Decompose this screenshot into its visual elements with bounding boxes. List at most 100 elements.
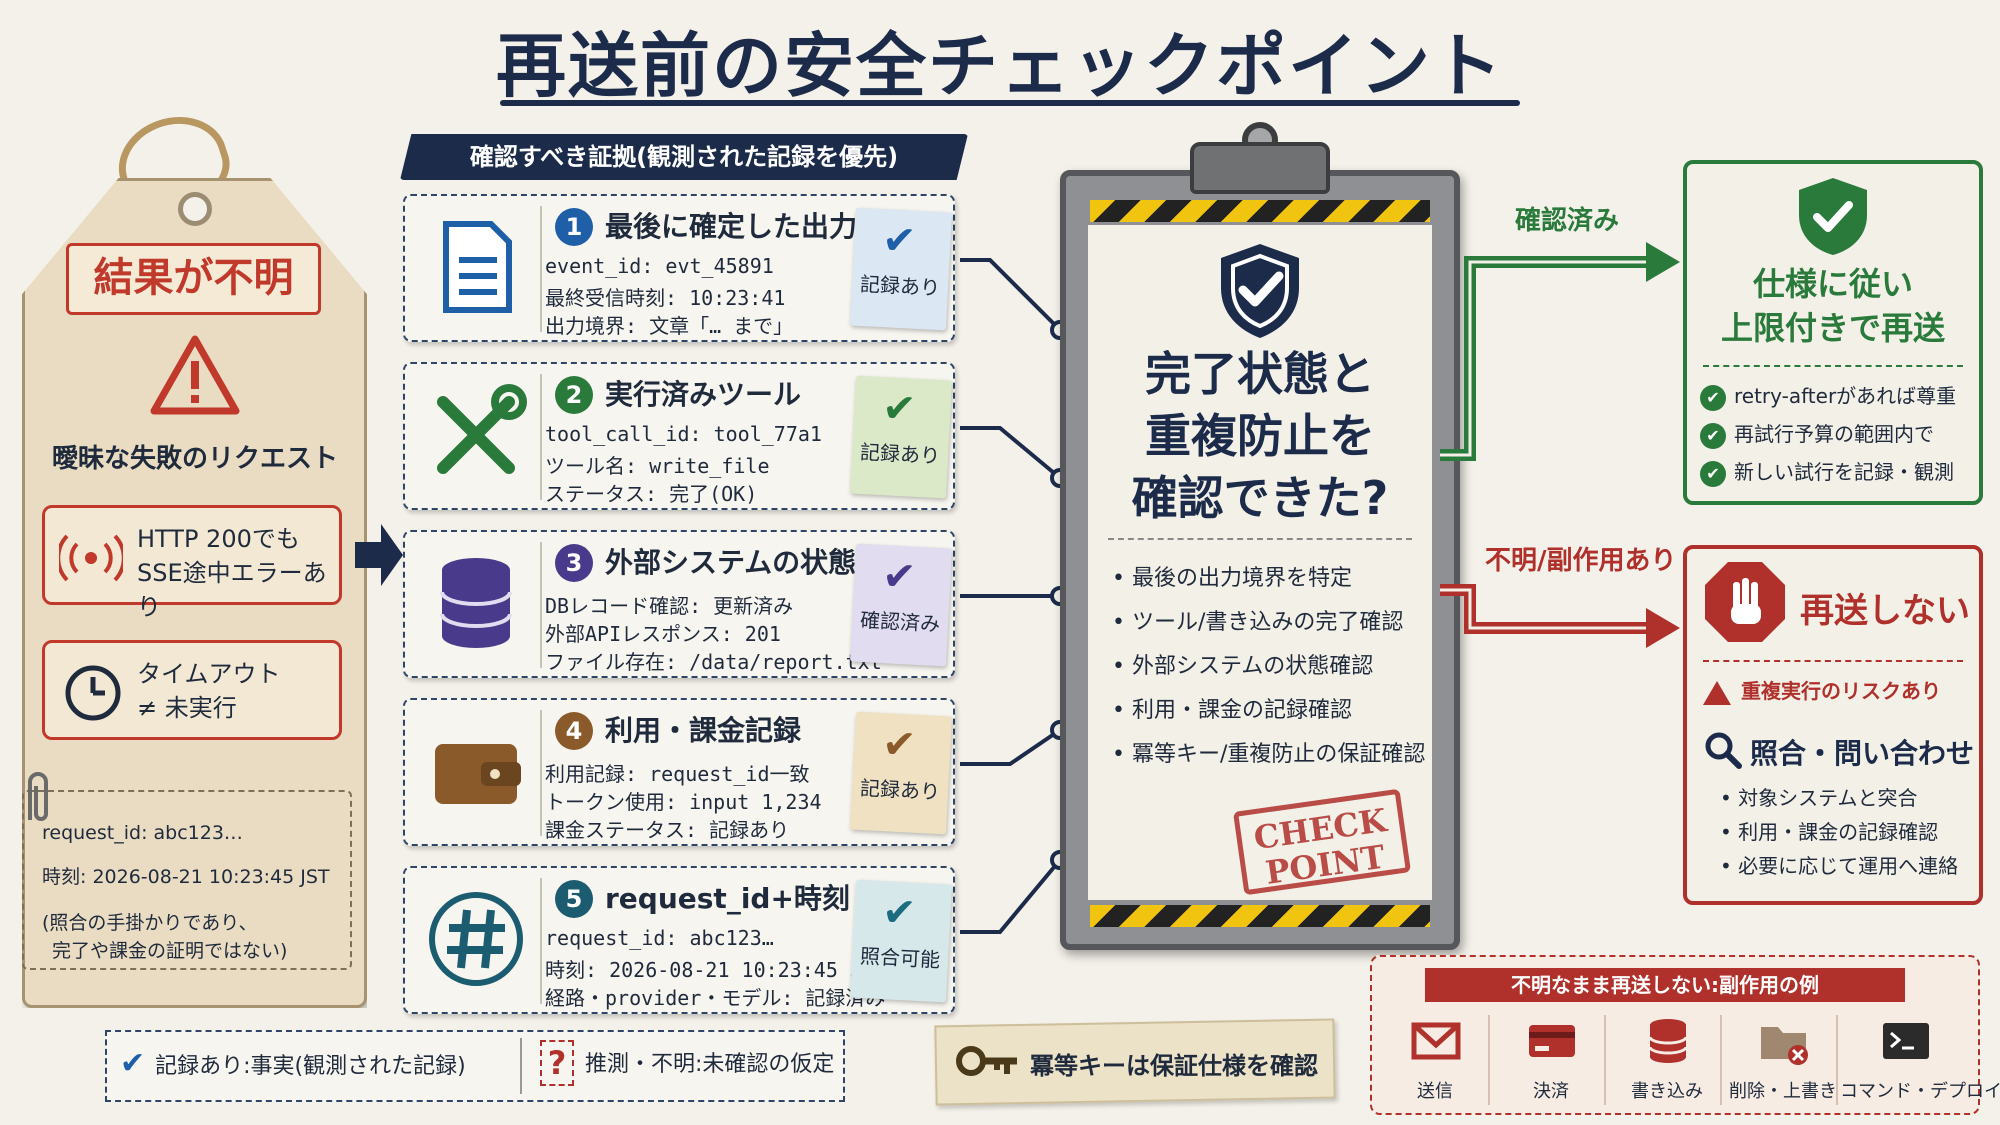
evidence-header: 確認すべき証拠(観測された記録を優先) [400,134,968,180]
question-line1: 完了状態と [1145,347,1375,401]
checklist-item: • 最後の出力境界を特定 [1112,566,1352,591]
side-effect-label: 書き込み [1631,1081,1703,1102]
search-icon [1705,732,1742,769]
side-effect-command: コマンド・デプロイ [1840,1015,2000,1105]
card-line: 課金ステータス: 記録あり [545,818,790,842]
arrow-right-icon [355,524,403,586]
note-line1: (照合の手掛かりであり、 [42,912,258,934]
sticky-note-label: 記録あり [859,439,941,469]
request-id-note: request_id: abc123… 時刻: 2026-08-21 10:23… [22,772,352,970]
legend-fact: ✔記録あり:事実(観測された記録) [120,1046,466,1081]
card-line: DBレコード確認: 更新済み [545,594,794,618]
tag-hole [178,192,212,226]
card-divider [540,542,542,668]
hash-icon [429,892,523,986]
red-item: • 必要に応じて運用へ連絡 [1720,854,1959,878]
stop-hand-icon [1705,562,1785,642]
side-effects-header: 不明なまま再送しない:副作用の例 [1425,968,1905,1002]
legend-guess: 推測・不明:未確認の仮定 [585,1052,835,1077]
database-icon [1648,1019,1688,1063]
card-line: ツール名: write_file [545,454,770,478]
card-line: 外部APIレスポンス: 201 [545,622,781,646]
green-item-text: 再試行予算の範囲内で [1734,422,1934,446]
sticky-note: ✔ 記録あり [849,207,953,331]
request-id-text: request_id: abc123… [42,822,243,844]
check-icon: ✔ [881,553,918,601]
side-effect-send: 送信 [1380,1015,1490,1105]
timeout-box: タイムアウト ≠ 未実行 [42,640,342,740]
http-sse-error-box: HTTP 200でも SSE途中エラーあり [42,505,342,621]
side-effect-divider [1836,1015,1838,1105]
sticky-note: ✔ 記録あり [849,375,953,499]
retry-allowed-title: 仕様に従い 上限付きで再送 [1683,262,1983,350]
sticky-note-label: 照合可能 [859,943,941,973]
unknown-status-label: 結果が不明 [66,243,321,315]
decision-arrows [1440,242,1680,648]
card-number: 4 [555,712,593,750]
card-title: 利用・課金記録 [605,714,802,747]
check-icon: ✔ [881,889,918,937]
card-line: 出力境界: 文章「… まで」 [545,314,794,338]
evidence-card-external: 3 外部システムの状態 DBレコード確認: 更新済み 外部APIレスポンス: 2… [403,530,955,678]
card-divider [540,878,542,1004]
mail-icon [1411,1022,1461,1060]
side-effect-label: コマンド・デプロイ [1840,1081,2000,1102]
legend-divider [520,1038,522,1094]
card-line: 経路・provider・モデル: 記録済み [545,986,886,1010]
check-icon: ✔ [881,721,918,769]
timeout-line1: タイムアウト [137,660,281,688]
card-number: 2 [555,376,593,414]
document-icon [443,221,512,313]
green-item-text: retry-afterがあれば尊重 [1734,384,1957,408]
check-icon: ✔ [881,385,918,433]
check-icon: ✔ [1700,384,1726,411]
evidence-card-request-id: 5 request_id+時刻 request_id: abc123… 時刻: … [403,866,955,1014]
green-item: ✔新しい試行を記録・観測 [1700,456,1954,487]
board-separator [1108,538,1412,540]
warning-text: 重複実行のリスクあり [1741,679,1941,703]
green-item: ✔再試行予算の範囲内で [1700,418,1934,449]
sticky-note-label: 確認済み [859,607,941,637]
question-line3: 確認できた? [1131,471,1389,525]
clipboard-clip [1190,142,1330,194]
paperclip-icon [28,772,48,821]
card-number: 5 [555,880,593,918]
checklist-item: • 冪等キー/重複防止の保証確認 [1112,742,1426,767]
idempotency-key-text: 冪等キーは保証仕様を確認 [1030,1052,1318,1080]
ambiguous-request-caption: 曖昧な失敗のリクエスト [51,444,338,474]
question-line2: 重複防止を [1145,409,1375,463]
side-effect-write: 書き込み [1612,1015,1722,1105]
card-title: 最後に確定した出力 [605,210,858,243]
checklist-item: • 外部システムの状態確認 [1112,654,1374,679]
folder-delete-icon [1761,1027,1808,1065]
sticky-note: ✔ 記録あり [849,711,953,835]
reconciliation-title: 照合・問い合わせ [1750,737,1975,770]
side-effect-label: 削除・上書き [1729,1081,1837,1102]
evidence-card-tool: 2 実行済みツール tool_call_id: tool_77a1 ツール名: … [403,362,955,510]
do-not-retry-title: 再送しない [1800,591,1970,631]
side-effect-divider [1604,1015,1606,1105]
green-item-text: 新しい試行を記録・観測 [1734,460,1954,484]
shield-check-icon [1221,244,1299,338]
clock-icon [65,665,121,721]
side-effect-payment: 決済 [1496,1015,1606,1105]
evidence-card-output: 1 最後に確定した出力 event_id: evt_45891 最終受信時刻: … [403,194,955,342]
database-icon [440,558,512,648]
card-line: request_id: abc123… [545,926,774,950]
checkpoint-question: 完了状態と 重複防止を 確認できた? [1088,343,1432,529]
green-item: ✔ retry-afterがあれば尊重 [1700,380,1956,411]
title-underline [500,100,1520,106]
card-title: 実行済みツール [605,378,802,411]
card-number: 3 [555,544,593,582]
connector-lines [960,258,1070,934]
card-line: tool_call_id: tool_77a1 [545,422,822,446]
card-line: ファイル存在: /data/report.txt [545,650,882,674]
http-line1: HTTP 200でも [137,525,300,553]
check-icon: ✔ [881,217,918,265]
question-icon: ? [540,1040,574,1086]
confirmed-label: 確認済み [1515,206,1620,236]
unknown-side-effect-label: 不明/副作用あり [1485,546,1677,576]
warning-icon [150,335,240,415]
timeout-line2: ≠ 未実行 [137,694,237,722]
green-separator [1703,365,1963,367]
